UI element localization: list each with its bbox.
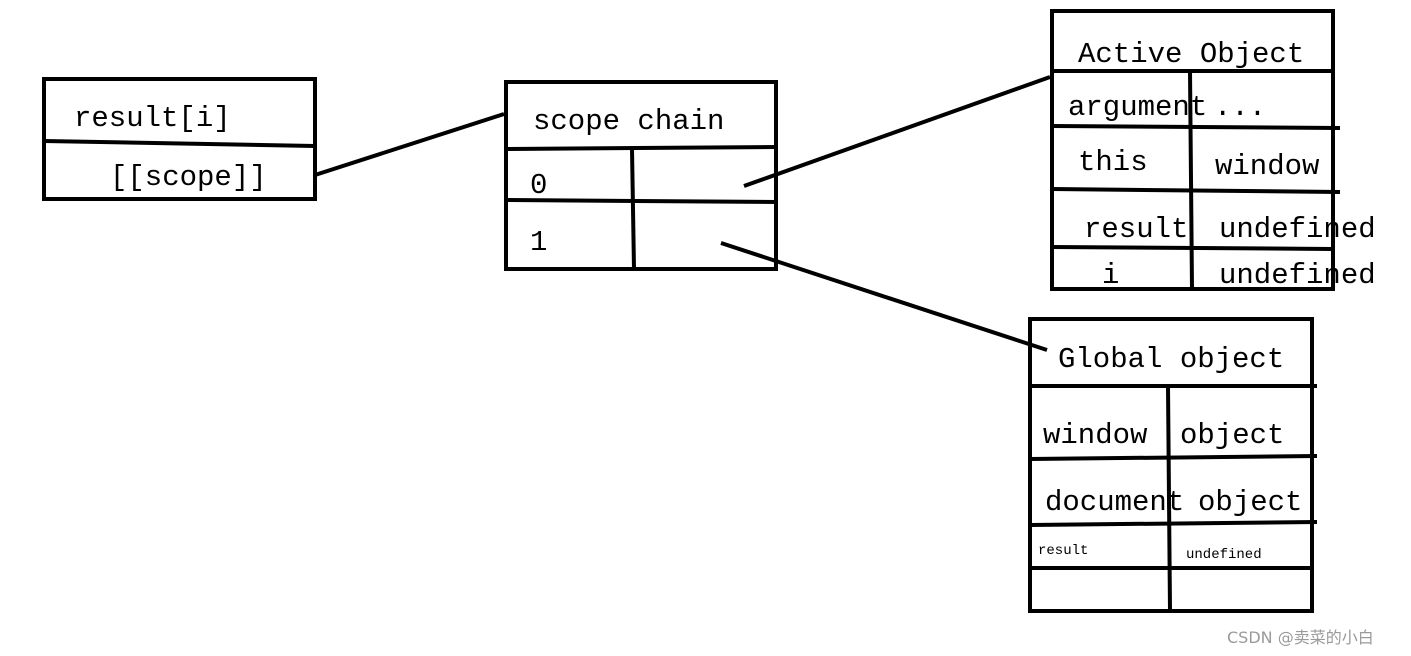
active-object-key-i: i	[1102, 259, 1119, 292]
active-object-key-argument: argument	[1068, 91, 1207, 124]
active-object-row-divider-2	[1051, 187, 1341, 194]
global-object-key-window: window	[1043, 419, 1148, 452]
global-object-column-divider	[1166, 385, 1172, 612]
active-object-value-i: undefined	[1219, 259, 1376, 292]
result-box-frame	[42, 77, 317, 201]
global-object-value-result: undefined	[1186, 547, 1262, 563]
scope-chain-index-0: 0	[530, 169, 547, 202]
result-box-scope: [[scope]]	[110, 161, 267, 194]
active-object-row-divider-1	[1051, 124, 1341, 130]
scope-chain-title: scope chain	[533, 105, 724, 138]
global-object-box: Global object window object document obj…	[1028, 317, 1318, 613]
active-object-key-result: result	[1084, 213, 1188, 246]
connector-scope-to-scope-chain	[314, 112, 505, 177]
scope-chain-index-1: 1	[530, 226, 547, 259]
active-object-title: Active Object	[1078, 38, 1304, 71]
connector-index-1-to-global-object	[720, 241, 1048, 352]
global-object-frame	[1028, 317, 1314, 613]
scope-chain-column-divider	[630, 148, 636, 270]
active-object-key-this: this	[1078, 146, 1148, 179]
scope-chain-row-divider	[505, 198, 777, 204]
global-object-key-document: document	[1045, 486, 1184, 519]
global-object-key-result: result	[1038, 543, 1088, 559]
global-object-value-document: object	[1198, 486, 1302, 519]
active-object-column-divider	[1188, 70, 1194, 290]
result-box: result[i] [[scope]]	[42, 77, 317, 201]
active-object-value-this: window	[1215, 150, 1320, 183]
connector-index-0-to-active-object	[743, 75, 1051, 188]
global-object-row-divider-1	[1029, 454, 1318, 461]
active-object-value-argument: ...	[1214, 91, 1266, 124]
global-object-title: Global object	[1058, 343, 1284, 376]
result-box-title: result[i]	[74, 102, 231, 135]
watermark: CSDN @卖菜的小白	[1227, 628, 1374, 647]
scope-chain-box: scope chain 0 1	[504, 80, 778, 271]
global-object-value-window: object	[1180, 419, 1284, 452]
active-object-value-result: undefined	[1219, 213, 1376, 246]
active-object-frame	[1050, 9, 1335, 291]
result-box-divider	[43, 139, 316, 148]
active-object-box: Active Object argument ... this window r…	[1050, 9, 1376, 292]
scope-chain-header-divider	[505, 145, 777, 151]
global-object-row-divider-2	[1029, 520, 1318, 527]
